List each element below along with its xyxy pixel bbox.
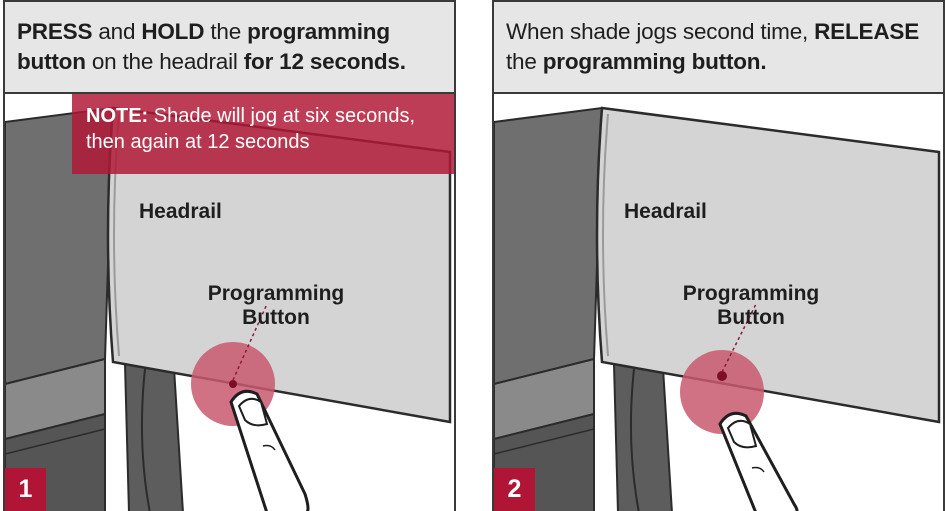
- headrail-label: Headrail: [624, 200, 707, 223]
- note-text: Shade will jog at six seconds, then agai…: [86, 105, 416, 153]
- label-line: Button: [717, 306, 785, 329]
- label-line: Programming: [682, 282, 820, 305]
- panel-2-instruction: When shade jogs second time, RELEASE the…: [494, 2, 943, 94]
- step-number-badge: 1: [5, 468, 46, 511]
- instruction-text: and: [92, 19, 142, 44]
- programming-button-label: Programming Button: [201, 282, 351, 330]
- label-line: Button: [242, 306, 310, 329]
- instruction-text: programming button: [17, 19, 390, 74]
- instruction-text: HOLD: [141, 19, 205, 44]
- instruction-text: When shade jogs second time,: [506, 19, 815, 44]
- instruction-text: on the headrail: [85, 49, 244, 74]
- note-label: NOTE:: [86, 105, 149, 127]
- note-callout: NOTE: Shade will jog at six seconds, the…: [72, 94, 454, 174]
- button-highlight: [680, 350, 764, 434]
- headrail-drawing: [5, 106, 452, 511]
- instruction-text: PRESS: [17, 19, 93, 44]
- panel-1-instruction: PRESS and HOLD the programming button on…: [5, 2, 454, 94]
- instruction-text: the: [506, 49, 543, 74]
- instruction-panel-1: PRESS and HOLD the programming button on…: [3, 0, 456, 511]
- instruction-text: RELEASE: [814, 19, 919, 44]
- headrail-illustration-2: Headrail Programming Button: [494, 94, 943, 511]
- instruction-text: the: [204, 19, 248, 44]
- headrail-drawing: [494, 106, 941, 511]
- instruction-text: programming button.: [542, 49, 767, 74]
- headrail-label: Headrail: [139, 200, 222, 223]
- programming-button-label: Programming Button: [676, 282, 826, 330]
- instruction-panel-2: When shade jogs second time, RELEASE the…: [492, 0, 945, 511]
- step-number-badge: 2: [494, 468, 535, 511]
- headrail-illustration-1: Headrail Programming Button: [5, 94, 454, 511]
- instruction-text: for 12 seconds.: [243, 49, 406, 74]
- label-line: Programming: [207, 282, 345, 305]
